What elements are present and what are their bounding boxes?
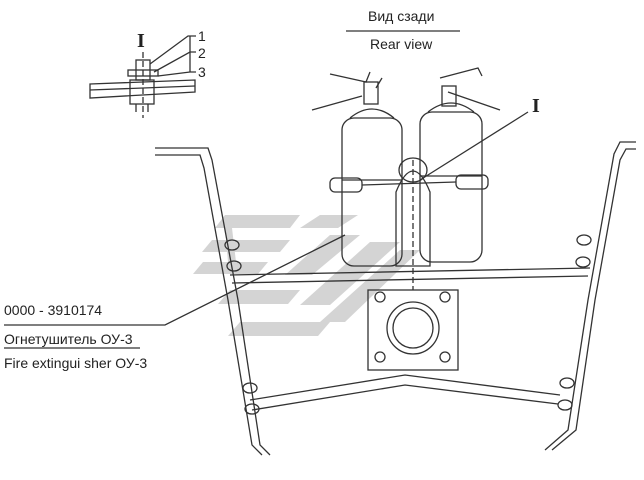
view-title-ru: Вид сзади — [368, 8, 435, 24]
callout-3: 3 — [198, 64, 206, 80]
mounting-plate — [367, 289, 459, 371]
callout-1: 1 — [198, 28, 206, 44]
extinguisher-right — [419, 67, 501, 263]
lower-brace-lower-edge — [251, 384, 559, 411]
detail-mark-right: I — [532, 95, 540, 117]
callout-2: 2 — [198, 45, 206, 61]
mounting-clamp — [329, 157, 489, 290]
part-leader — [4, 234, 346, 326]
bolt-detail — [89, 35, 196, 118]
line-work — [4, 30, 636, 456]
part-number: 0000 - 3910174 — [4, 302, 103, 318]
left-bracket — [155, 147, 271, 456]
lower-brace — [249, 374, 561, 401]
detail-mark-top-left: I — [137, 30, 145, 52]
view-title-en: Rear view — [370, 36, 433, 52]
upper-crossbar-lower-edge — [231, 275, 589, 284]
upper-crossbar — [229, 267, 591, 276]
right-bracket — [544, 141, 636, 451]
part-name-ru: Огнетушитель ОУ-3 — [4, 331, 133, 347]
part-name-en: Fire extingui sher ОУ-3 — [4, 355, 148, 371]
watermark-logo — [193, 215, 420, 336]
detail-leader-right — [419, 111, 529, 181]
